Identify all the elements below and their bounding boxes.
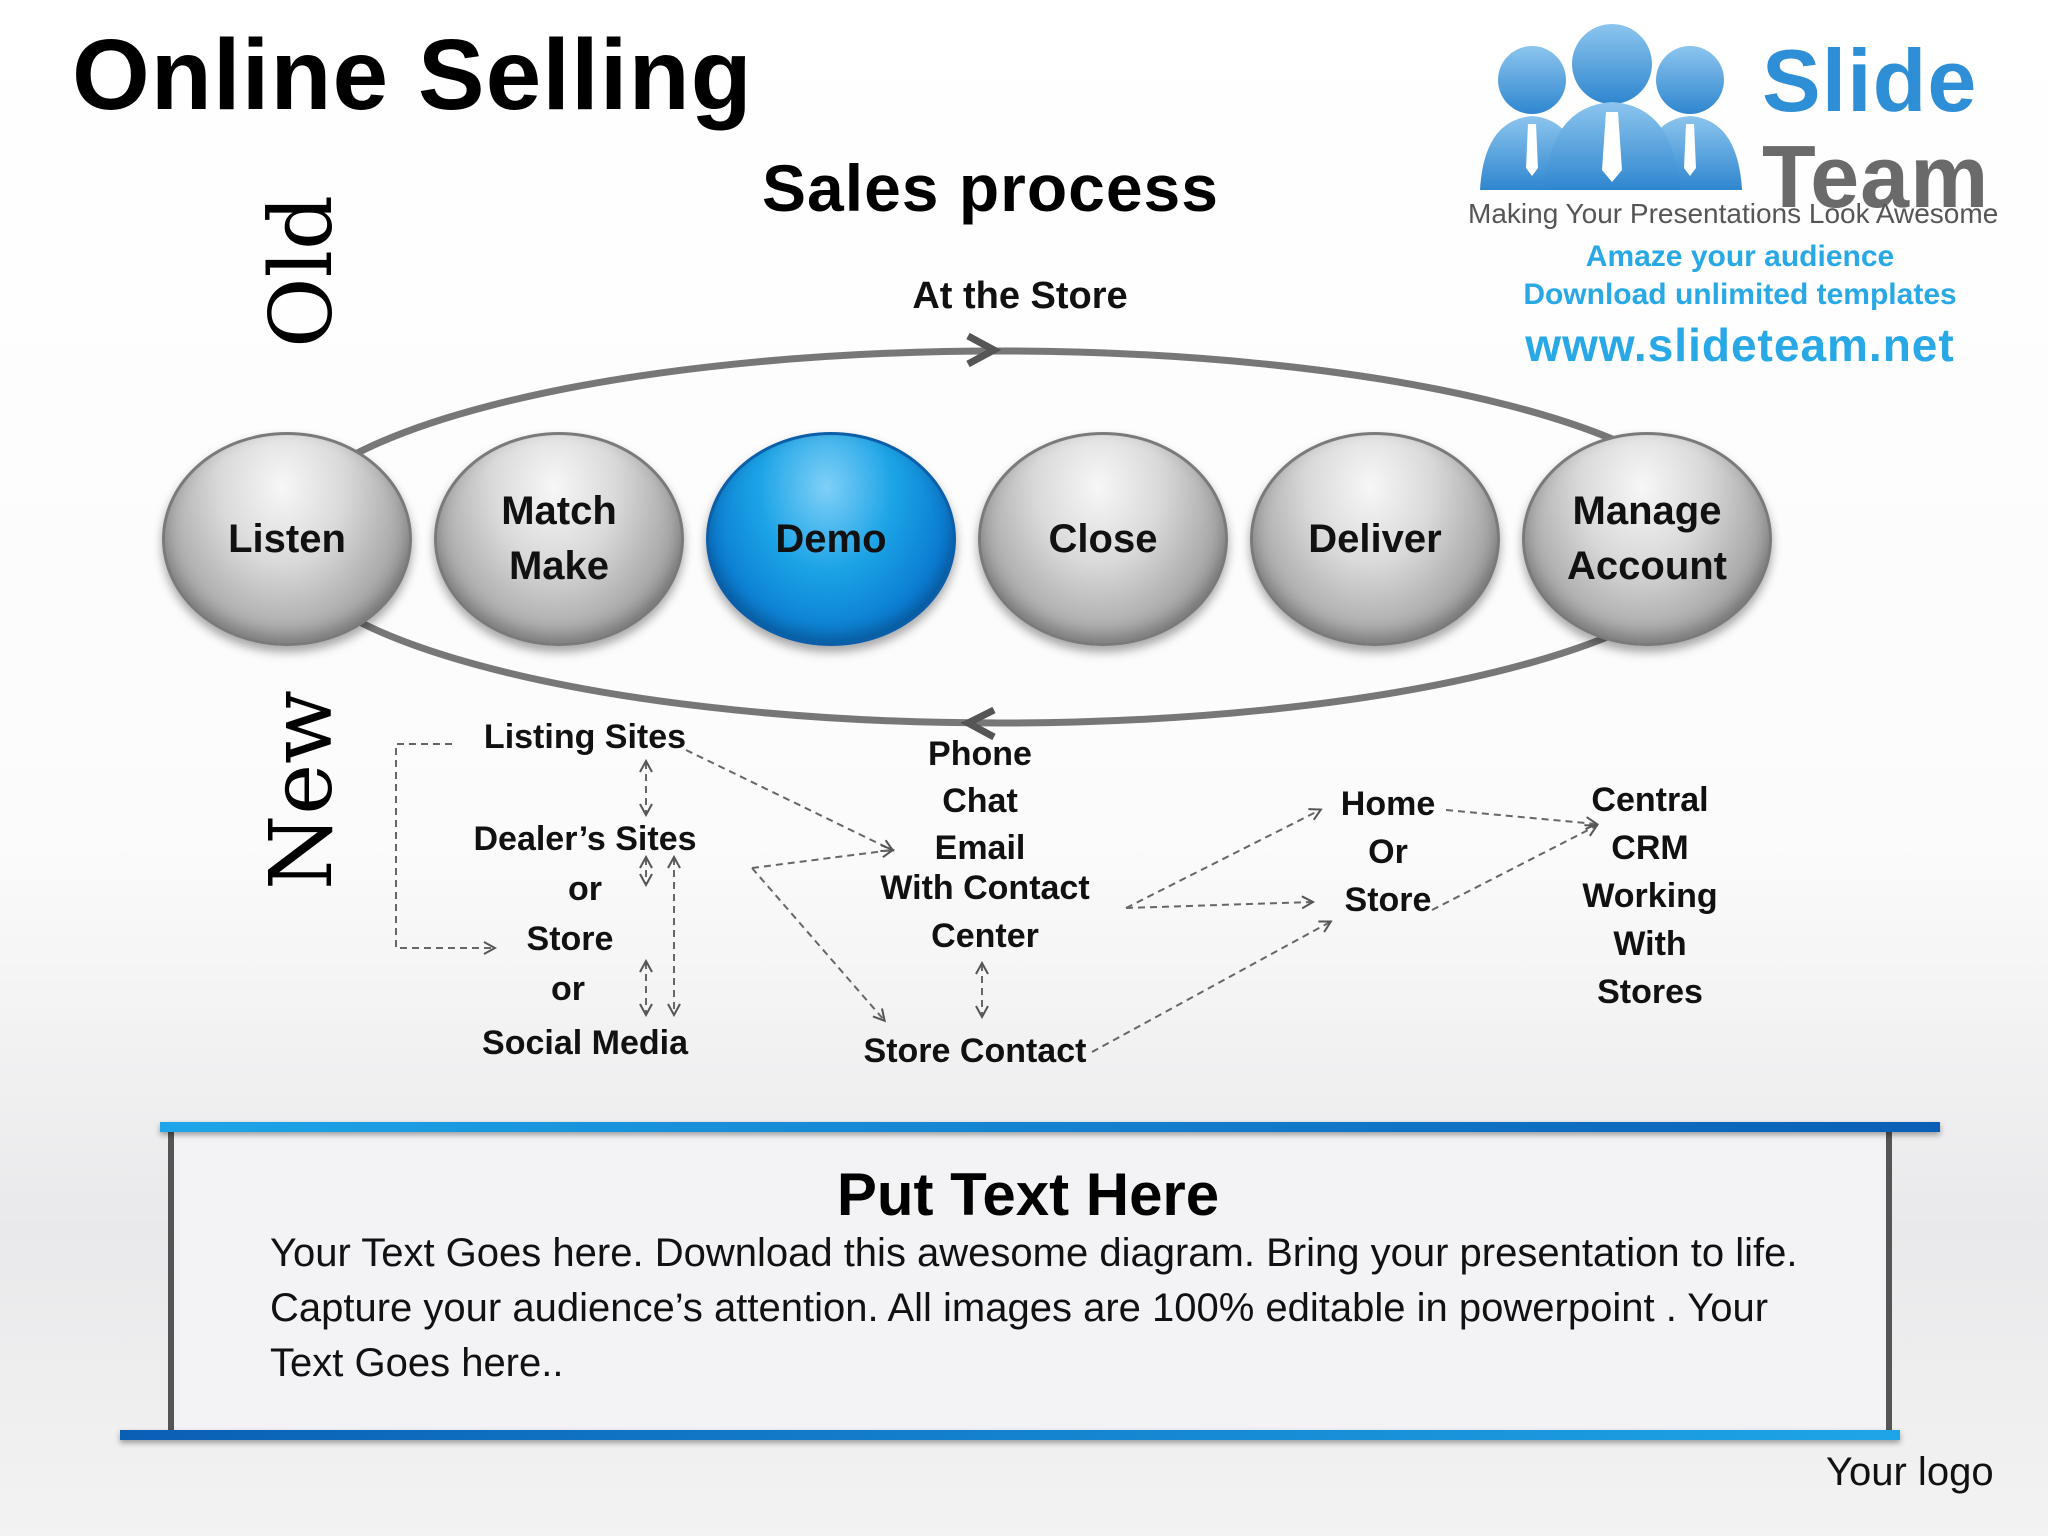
crm-central: Central — [1591, 781, 1709, 819]
text-box-bottom-bar — [120, 1430, 1900, 1440]
promo-url[interactable]: www.slideteam.net — [1525, 319, 1955, 371]
new-process-connectors — [395, 743, 2048, 1053]
node-manage-account[interactable]: Manage Account — [1522, 432, 1772, 646]
text-box-body[interactable]: Your Text Goes here. Download this aweso… — [270, 1231, 1798, 1385]
destination-home: Home — [1340, 785, 1436, 823]
store-contact: Store Contact — [863, 1032, 1087, 1070]
node-close[interactable]: Close — [978, 432, 1228, 646]
brand-logo: Slide Team Making Your Presentations Loo… — [1468, 20, 2030, 380]
brand-name-slide: Slide — [1762, 31, 1978, 130]
promo-line-2: Download unlimited templates — [1523, 278, 1957, 311]
channel-chat: Chat — [942, 782, 1018, 820]
source-or-2: or — [551, 970, 585, 1008]
promo-line-1: Amaze your audience — [1585, 240, 1895, 273]
brand-tagline: Making Your Presentations Look Awesome — [1468, 198, 1999, 229]
crm-with: With — [1613, 925, 1687, 963]
channel-with-contact: With Contact — [880, 869, 1090, 907]
people-icon — [1480, 24, 1742, 190]
crm-crm: CRM — [1611, 829, 1689, 867]
your-logo-placeholder: Your logo — [1826, 1450, 1994, 1494]
source-social-media: Social Media — [482, 1024, 688, 1062]
source-or-1: or — [568, 870, 602, 908]
node-deliver[interactable]: Deliver — [1250, 432, 1500, 646]
diagram-subtitle: Sales process — [762, 151, 1219, 225]
node-demo[interactable]: Demo — [706, 432, 956, 646]
channel-center: Center — [931, 917, 1039, 955]
source-dealers-sites: Dealer’s Sites — [473, 820, 697, 858]
brand-name-team: Team — [1762, 127, 1990, 226]
source-store: Store — [526, 920, 614, 958]
node-match-make[interactable]: Match Make — [434, 432, 684, 646]
destination-or: Or — [1368, 833, 1408, 871]
node-listen[interactable]: Listen — [162, 432, 412, 646]
cycle-label: At the Store — [912, 275, 1128, 317]
channel-phone: Phone — [928, 735, 1032, 773]
destination-store: Store — [1344, 881, 1432, 919]
text-box-top-bar — [160, 1122, 1940, 1132]
source-listing-sites: Listing Sites — [483, 718, 687, 756]
text-box-heading[interactable]: Put Text Here — [836, 1161, 1220, 1228]
text-box — [168, 1124, 1892, 1434]
slide-title: Online Selling — [72, 19, 753, 131]
channel-email: Email — [934, 829, 1026, 867]
crm-stores: Stores — [1597, 973, 1703, 1011]
crm-working: Working — [1582, 877, 1718, 915]
